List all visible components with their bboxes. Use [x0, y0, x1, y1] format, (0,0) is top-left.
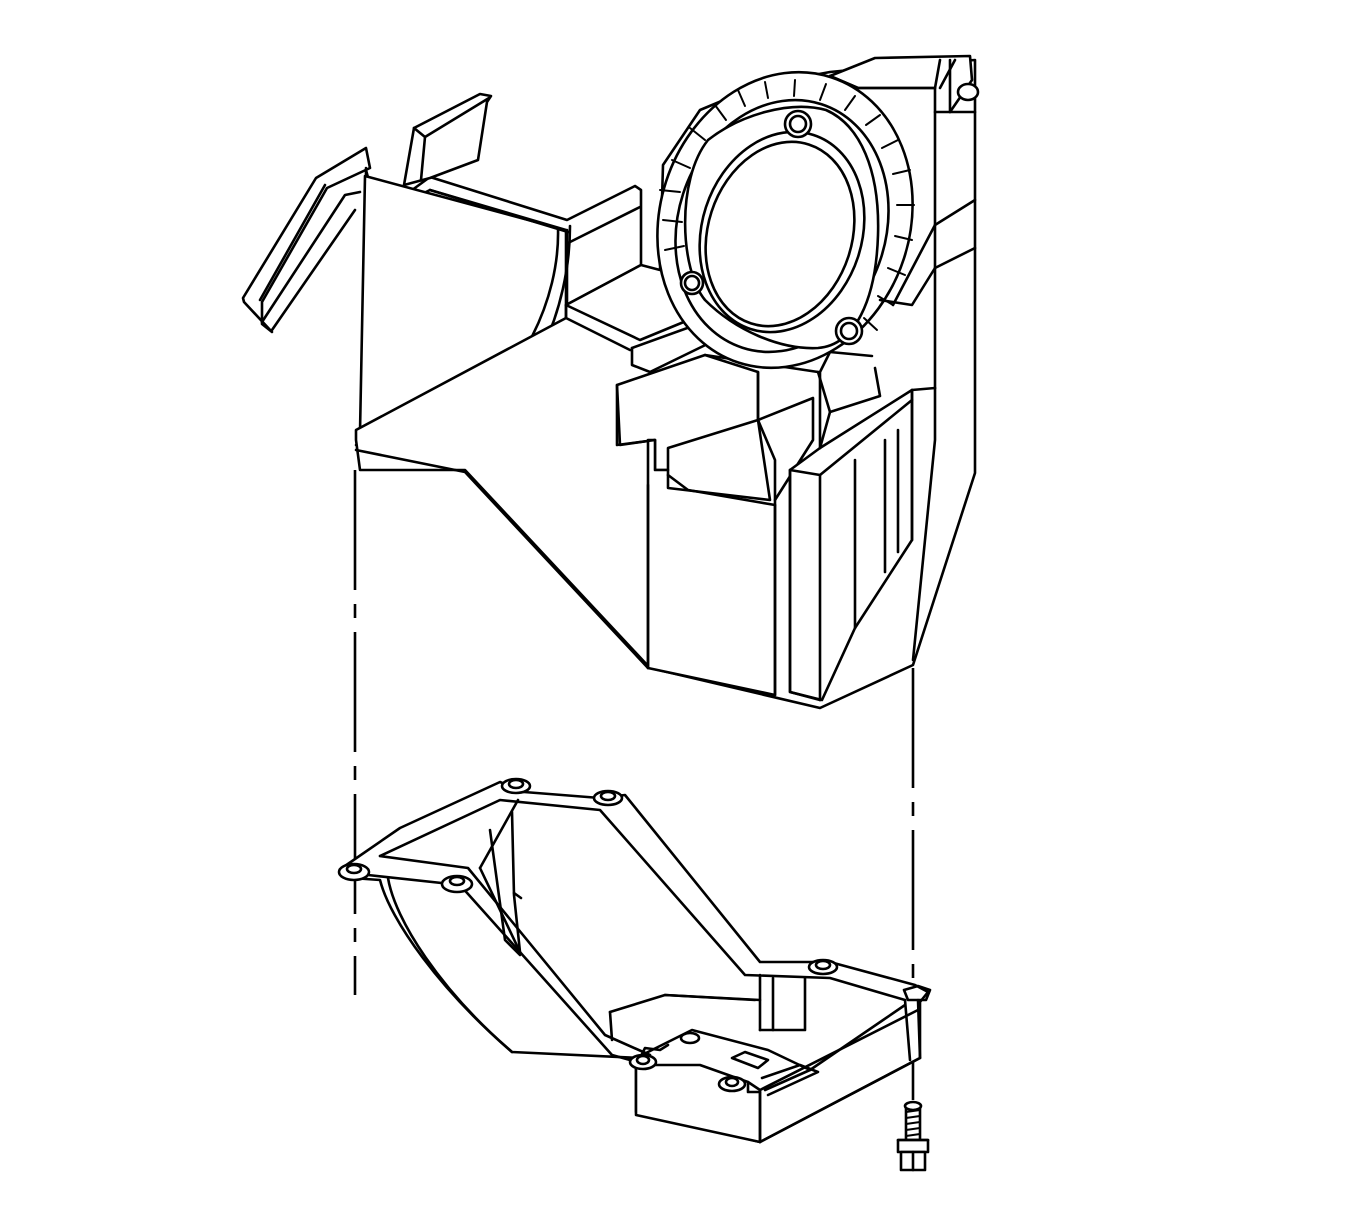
top-mount-tab: [828, 54, 980, 114]
upper-duct: [354, 92, 643, 450]
right-side-wall: [878, 110, 977, 662]
lower-case-tray: [337, 777, 932, 1144]
tray-mount-bosses: [337, 777, 932, 1093]
front-block: [615, 353, 820, 697]
right-ribbed-box: [788, 350, 914, 702]
upper-module-case: [241, 54, 980, 710]
left-door-flap: [241, 146, 372, 334]
mounting-bolt: [896, 1100, 930, 1172]
blower-housing: [656, 70, 915, 370]
